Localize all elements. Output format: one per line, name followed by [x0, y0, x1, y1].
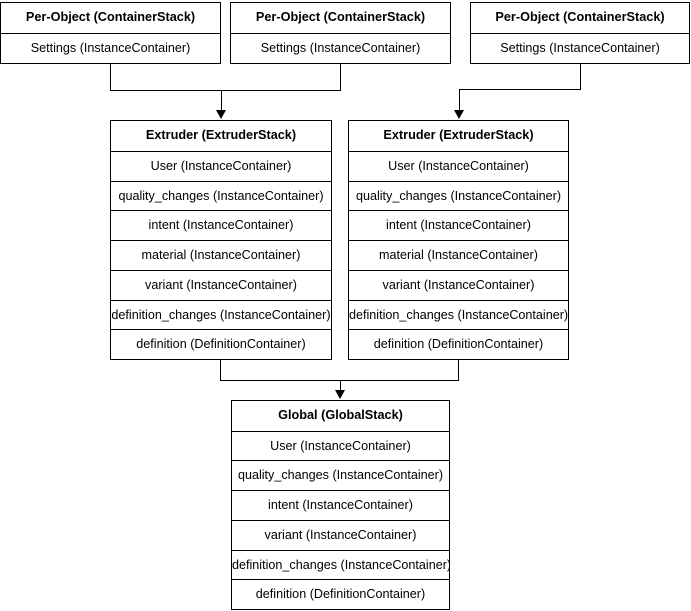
node-row: User (InstanceContainer) — [349, 150, 568, 181]
node-row: Settings (InstanceContainer) — [231, 33, 450, 63]
arrowhead-icon — [454, 110, 464, 119]
node-global[interactable]: Global (GlobalStack) User (InstanceConta… — [231, 400, 450, 610]
node-row: Settings (InstanceContainer) — [1, 33, 220, 63]
node-row: quality_changes (InstanceContainer) — [232, 460, 449, 491]
node-row: definition (DefinitionContainer) — [232, 579, 449, 610]
edge-segment-vertical — [221, 90, 222, 112]
node-row: intent (InstanceContainer) — [111, 210, 331, 240]
edge-segment-horizontal — [220, 380, 459, 381]
arrowhead-icon — [335, 390, 345, 399]
node-row: variant (InstanceContainer) — [232, 519, 449, 550]
node-per-object-3[interactable]: Per-Object (ContainerStack) Settings (In… — [470, 2, 690, 64]
edge-segment-horizontal — [459, 89, 581, 90]
node-header: Per-Object (ContainerStack) — [471, 3, 689, 33]
node-row: material (InstanceContainer) — [111, 240, 331, 270]
node-row: definition_changes (InstanceContainer) — [349, 299, 568, 330]
edge-segment-vertical — [459, 89, 460, 112]
edge-segment-horizontal — [110, 90, 341, 91]
node-header: Per-Object (ContainerStack) — [1, 3, 220, 33]
edge-segment-vertical — [458, 360, 459, 380]
node-extruder-1[interactable]: Extruder (ExtruderStack) User (InstanceC… — [110, 120, 332, 360]
node-extruder-2[interactable]: Extruder (ExtruderStack) User (InstanceC… — [348, 120, 569, 360]
edge-segment-vertical — [340, 380, 341, 392]
node-row: quality_changes (InstanceContainer) — [111, 180, 331, 211]
arrowhead-icon — [216, 110, 226, 119]
node-header: Per-Object (ContainerStack) — [231, 3, 450, 33]
node-row: material (InstanceContainer) — [349, 240, 568, 270]
node-row: User (InstanceContainer) — [111, 150, 331, 181]
node-header: Global (GlobalStack) — [232, 401, 449, 431]
node-header: Extruder (ExtruderStack) — [111, 121, 331, 151]
node-per-object-2[interactable]: Per-Object (ContainerStack) Settings (In… — [230, 2, 451, 64]
node-row: definition (DefinitionContainer) — [349, 329, 568, 359]
node-row: definition (DefinitionContainer) — [111, 329, 331, 359]
node-row: Settings (InstanceContainer) — [471, 33, 689, 63]
node-header: Extruder (ExtruderStack) — [349, 121, 568, 151]
node-row: intent (InstanceContainer) — [349, 210, 568, 240]
node-row: variant (InstanceContainer) — [111, 269, 331, 300]
edge-segment-vertical — [220, 360, 221, 380]
edge-segment-vertical — [340, 63, 341, 90]
node-per-object-1[interactable]: Per-Object (ContainerStack) Settings (In… — [0, 2, 221, 64]
edge-segment-vertical — [110, 63, 111, 90]
node-row: intent (InstanceContainer) — [232, 490, 449, 520]
node-row: quality_changes (InstanceContainer) — [349, 180, 568, 211]
edge-segment-vertical — [580, 63, 581, 89]
node-row: variant (InstanceContainer) — [349, 269, 568, 300]
node-row: definition_changes (InstanceContainer) — [232, 549, 449, 580]
node-row: User (InstanceContainer) — [232, 430, 449, 461]
node-row: definition_changes (InstanceContainer) — [111, 299, 331, 330]
